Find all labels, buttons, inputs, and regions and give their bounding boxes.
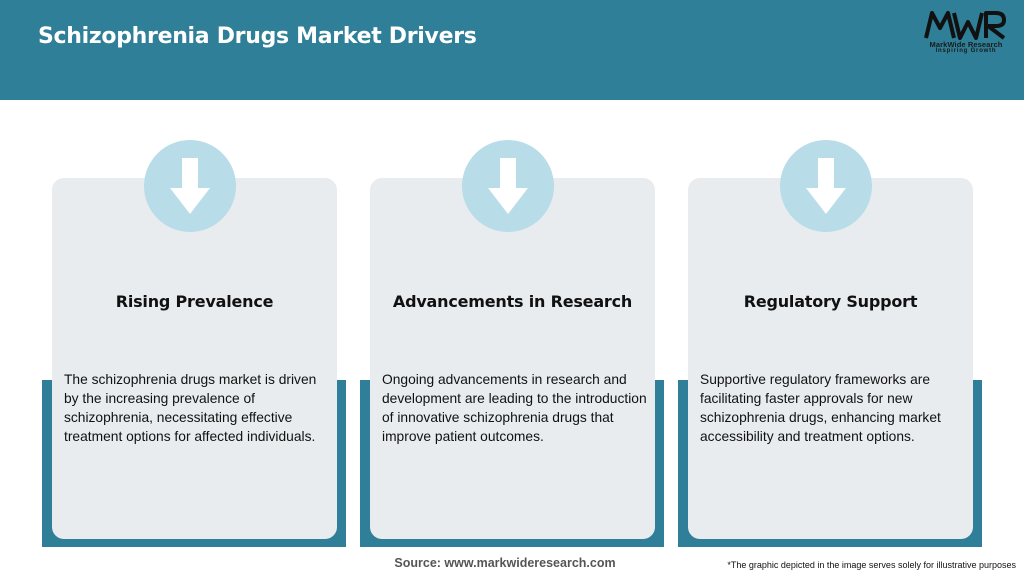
mwr-logo-icon <box>924 11 1006 40</box>
card-panel: Rising Prevalence The schizophrenia drug… <box>52 178 337 539</box>
card-description: The schizophrenia drugs market is driven… <box>64 372 317 444</box>
card-panel: Regulatory Support Supportive regulatory… <box>688 178 973 539</box>
arrow-down-icon <box>170 158 210 214</box>
driver-card-regulatory-support: Regulatory Support Supportive regulatory… <box>678 140 988 548</box>
card-title: Rising Prevalence <box>115 292 274 311</box>
driver-card-advancements-in-research: Advancements in Research Ongoing advance… <box>360 140 670 548</box>
card-description: Supportive regulatory frameworks are fac… <box>700 372 941 444</box>
driver-card-rising-prevalence: Rising Prevalence The schizophrenia drug… <box>42 140 352 548</box>
card-description: Ongoing advancements in research and dev… <box>382 372 647 444</box>
arrow-down-icon <box>806 158 846 214</box>
brand-logo: MarkWide Research Inspiring Growth <box>918 10 1014 60</box>
header-banner: Schizophrenia Drugs Market Drivers MarkW… <box>0 0 1024 100</box>
icon-circle <box>462 140 554 232</box>
disclaimer-note: *The graphic depicted in the image serve… <box>727 560 1016 570</box>
logo-name: MarkWide Research <box>929 40 1003 49</box>
card-title: Advancements in Research <box>392 292 633 311</box>
card-title: Regulatory Support <box>743 292 918 311</box>
icon-circle <box>144 140 236 232</box>
logo-tagline: Inspiring Growth <box>935 48 997 54</box>
source-credit: Source: www.markwideresearch.com <box>394 556 616 570</box>
arrow-down-icon <box>488 158 528 214</box>
card-panel: Advancements in Research Ongoing advance… <box>370 178 655 539</box>
page-title: Schizophrenia Drugs Market Drivers <box>38 24 477 49</box>
icon-circle <box>780 140 872 232</box>
